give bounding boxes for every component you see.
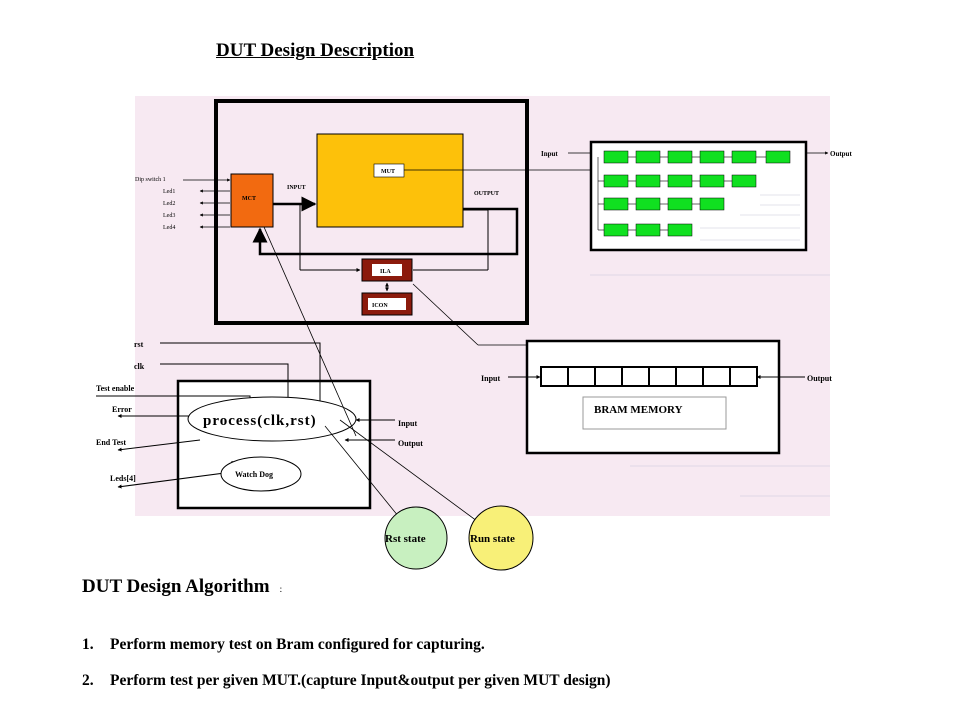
rst-label: rst: [134, 340, 144, 349]
bram-input-label: Input: [481, 374, 500, 383]
fpga-outer-box: [214, 99, 529, 325]
output-label: OUTPUT: [474, 191, 499, 197]
bram-memory-label: BRAM MEMORY: [594, 404, 683, 416]
watchdog-ellipse: [220, 456, 302, 492]
mct-block: [230, 173, 274, 228]
rst-state-label: Rst state: [385, 533, 426, 545]
clk-label: clk: [134, 362, 145, 371]
led4-label: Led4: [163, 225, 175, 231]
step-1-text: Perform memory test on Bram configured f…: [110, 636, 485, 653]
mut-label: MUT: [381, 169, 395, 175]
algorithm-step-1: 1. Perform memory test on Bram configured…: [82, 636, 485, 654]
process-output-label: Output: [398, 439, 423, 448]
run-state-circle: [468, 505, 534, 571]
dip-switch-label: Dip switch 1: [135, 177, 166, 183]
dut-block-diagram: Dip switch 1 Led1 Led2 Led3 Led4 MCT MUT…: [96, 96, 852, 571]
end-test-label: End Test: [96, 438, 126, 447]
process-label: process(clk,rst): [203, 413, 317, 429]
faint-grid-marks: [590, 194, 830, 497]
leds-label: Leds[4]: [110, 474, 136, 483]
mut-detail-input-label: Input: [541, 150, 558, 158]
test-enable-label: Test enable: [96, 384, 135, 393]
mut-block: [316, 133, 464, 228]
run-state-label: Run state: [470, 533, 515, 545]
mut-detail-output-label: Output: [830, 150, 852, 158]
step-1-number: 1.: [82, 636, 94, 653]
algorithm-title: DUT Design Algorithm:: [82, 576, 282, 598]
input-label: INPUT: [287, 185, 306, 191]
icon-label: ICON: [372, 303, 388, 309]
led3-label: Led3: [163, 213, 175, 219]
ila-label: ILA: [380, 269, 391, 275]
algorithm-title-text: DUT Design Algorithm: [82, 576, 270, 597]
process-input-label: Input: [398, 419, 417, 428]
step-2-text: Perform test per given MUT.(capture Inpu…: [110, 672, 611, 689]
bram-output-label: Output: [807, 374, 832, 383]
step-2-number: 2.: [82, 672, 94, 689]
algorithm-title-colon: :: [279, 584, 283, 594]
rst-state-circle: [384, 506, 448, 570]
led2-label: Led2: [163, 201, 175, 207]
algorithm-step-2: 2. Perform test per given MUT.(capture In…: [82, 672, 611, 690]
error-label: Error: [112, 405, 132, 414]
bram-cells: [540, 366, 758, 387]
page-title: DUT Design Description: [216, 40, 415, 61]
led1-label: Led1: [163, 189, 175, 195]
watchdog-label: Watch Dog: [235, 470, 273, 479]
green-cell-grid: [597, 150, 791, 237]
mct-label: MCT: [242, 196, 256, 202]
